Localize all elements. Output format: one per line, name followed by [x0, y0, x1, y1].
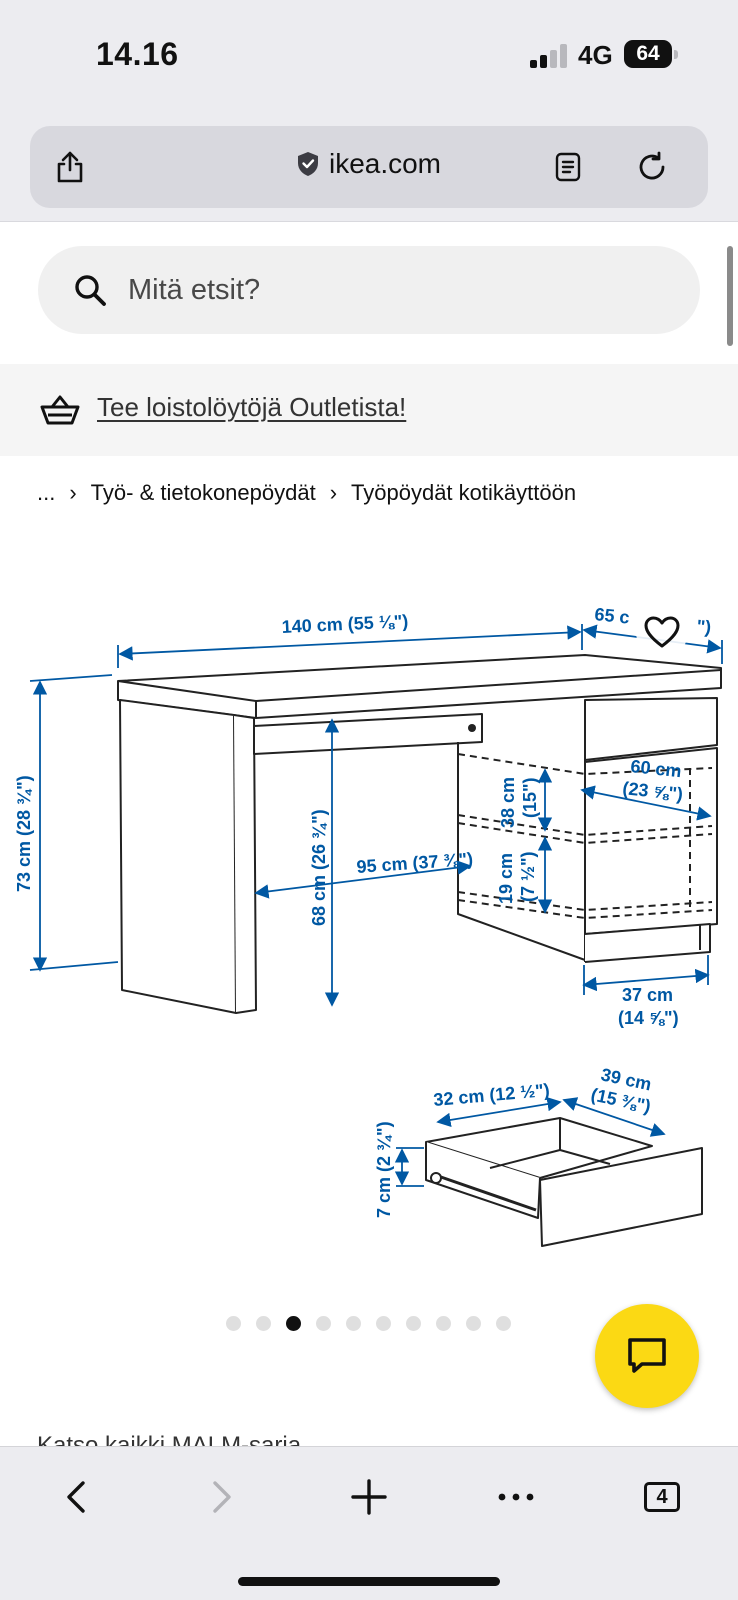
secure-shield-icon — [297, 152, 318, 176]
new-tab-button[interactable] — [341, 1469, 397, 1525]
url-display[interactable]: ikea.com — [30, 148, 708, 180]
breadcrumb: ... › Työ- & tietokonepöydät › Työpöydät… — [37, 480, 576, 506]
label-desk-height: 73 cm (28 ¾") — [14, 775, 34, 892]
browser-top-bar: ikea.com — [0, 112, 738, 222]
battery-tip — [674, 50, 678, 59]
favorite-button[interactable] — [636, 606, 688, 658]
url-text: ikea.com — [328, 148, 442, 179]
forward-button[interactable] — [194, 1469, 250, 1525]
label-shelf-height-2b: (7 ½") — [518, 851, 538, 902]
search-bar[interactable] — [38, 246, 700, 334]
carousel-dot[interactable] — [346, 1316, 361, 1331]
browser-bottom-toolbar: 4 — [0, 1446, 738, 1600]
chevron-right-icon — [213, 1481, 231, 1513]
carousel-dot[interactable] — [466, 1316, 481, 1331]
label-knee-width: 95 cm (37 ⅜") — [356, 849, 474, 877]
battery-level: 64 — [636, 42, 660, 65]
label-drawer-width: 32 cm (12 ½") — [433, 1080, 551, 1110]
carousel-dot[interactable] — [316, 1316, 331, 1331]
tabs-icon: 4 — [644, 1482, 680, 1512]
basket-icon — [40, 395, 80, 425]
carousel-dots — [226, 1316, 511, 1331]
more-button[interactable] — [488, 1469, 544, 1525]
product-dimension-drawing[interactable]: 140 cm (55 ⅛") 65 c ") 73 cm (28 ¾") 68 … — [0, 580, 738, 1260]
label-cabinet-width-b: (14 ⅝") — [618, 1008, 679, 1028]
label-cabinet-width-a: 37 cm — [622, 985, 673, 1005]
tabs-button[interactable]: 4 — [634, 1469, 690, 1525]
carousel-dot[interactable] — [436, 1316, 451, 1331]
chat-button[interactable] — [595, 1304, 699, 1408]
carousel-dot[interactable] — [256, 1316, 271, 1331]
back-button[interactable] — [48, 1469, 104, 1525]
network-type: 4G — [578, 40, 613, 70]
signal-strength-icon — [530, 44, 568, 68]
search-icon — [75, 275, 106, 306]
breadcrumb-item[interactable]: Työpöydät kotikäyttöön — [351, 480, 577, 505]
chevron-left-icon — [67, 1481, 85, 1513]
breadcrumb-item[interactable]: Työ- & tietokonepöydät — [90, 480, 316, 505]
label-knee-height: 68 cm (26 ¾") — [309, 809, 329, 926]
address-bar[interactable]: ikea.com — [30, 126, 708, 208]
carousel-dot[interactable] — [286, 1316, 301, 1331]
share-icon[interactable] — [50, 147, 90, 187]
carousel-dot[interactable] — [376, 1316, 391, 1331]
desk-drawing — [117, 654, 722, 1014]
status-time: 14.16 — [96, 36, 179, 72]
carousel-dot[interactable] — [226, 1316, 241, 1331]
label-desk-depth-suffix: ") — [696, 616, 713, 637]
chat-icon — [628, 1338, 666, 1373]
outlet-link[interactable]: Tee loistolöytöjä Outletista! — [97, 392, 407, 422]
label-desk-depth: 65 c — [594, 604, 631, 628]
carousel-dot[interactable] — [406, 1316, 421, 1331]
scrollbar-thumb[interactable] — [727, 246, 733, 346]
label-desk-width: 140 cm (55 ⅛") — [281, 611, 408, 637]
plus-icon — [351, 1479, 387, 1515]
drawer-drawing — [425, 1117, 703, 1247]
more-icon — [498, 1493, 534, 1501]
breadcrumb-ellipsis[interactable]: ... — [37, 480, 56, 505]
reader-mode-icon[interactable] — [548, 147, 588, 187]
search-input[interactable] — [128, 246, 668, 334]
tabs-count: 4 — [656, 1485, 668, 1508]
chevron-right-icon: › — [69, 480, 77, 505]
label-shelf-height-2a: 19 cm — [496, 853, 516, 904]
home-indicator[interactable] — [238, 1577, 500, 1586]
label-shelf-height-1a: 38 cm — [498, 777, 518, 828]
outlet-banner: Tee loistolöytöjä Outletista! — [0, 364, 738, 456]
status-bar: 14.16 4G 64 — [0, 0, 738, 112]
carousel-dot[interactable] — [496, 1316, 511, 1331]
reload-icon[interactable] — [632, 147, 672, 187]
label-drawer-height: 7 cm (2 ¾") — [374, 1121, 394, 1218]
battery-icon: 64 — [624, 40, 672, 68]
heart-icon — [644, 616, 680, 648]
label-shelf-height-1b: (15") — [520, 777, 540, 818]
dimension-lines — [29, 624, 723, 1187]
chevron-right-icon: › — [329, 480, 338, 505]
